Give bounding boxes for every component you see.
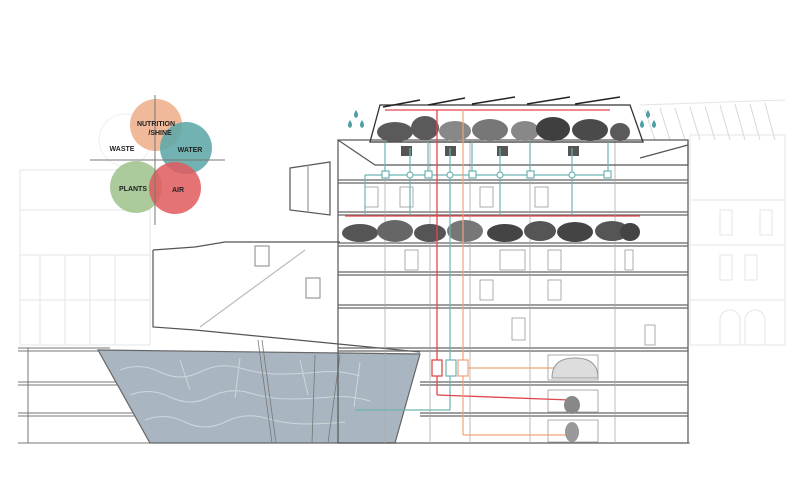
- water-pipes: [355, 142, 612, 411]
- legend-label-plants: PLANTS: [119, 186, 147, 193]
- background-buildings: [19, 99, 786, 346]
- terrace-vegetation: [342, 220, 640, 242]
- nutrition-pipes: [457, 110, 575, 436]
- legend-label-air: AIR: [172, 187, 184, 194]
- cantilever-volume: [152, 161, 421, 353]
- legend-diagram: NUTRITION /SHINE WASTE WATER PLANTS AIR: [90, 95, 225, 225]
- legend-circle-water: [160, 122, 212, 174]
- rooftop-vegetation: [377, 116, 630, 142]
- legend-label-shine: /SHINE: [148, 130, 172, 137]
- tank: [551, 357, 599, 442]
- air-pipes: [345, 109, 640, 401]
- legend-circle-plants: [110, 161, 162, 213]
- pool: [96, 339, 421, 444]
- legend-circle-air: [149, 162, 201, 214]
- legend-label-waste: WASTE: [110, 146, 135, 153]
- legend-label-nutrition: NUTRITION: [137, 121, 175, 128]
- main-building: [337, 139, 689, 444]
- legend-label-water: WATER: [178, 147, 203, 154]
- raindrop-icon: [348, 110, 656, 128]
- rooftop-greenhouse: [369, 96, 644, 156]
